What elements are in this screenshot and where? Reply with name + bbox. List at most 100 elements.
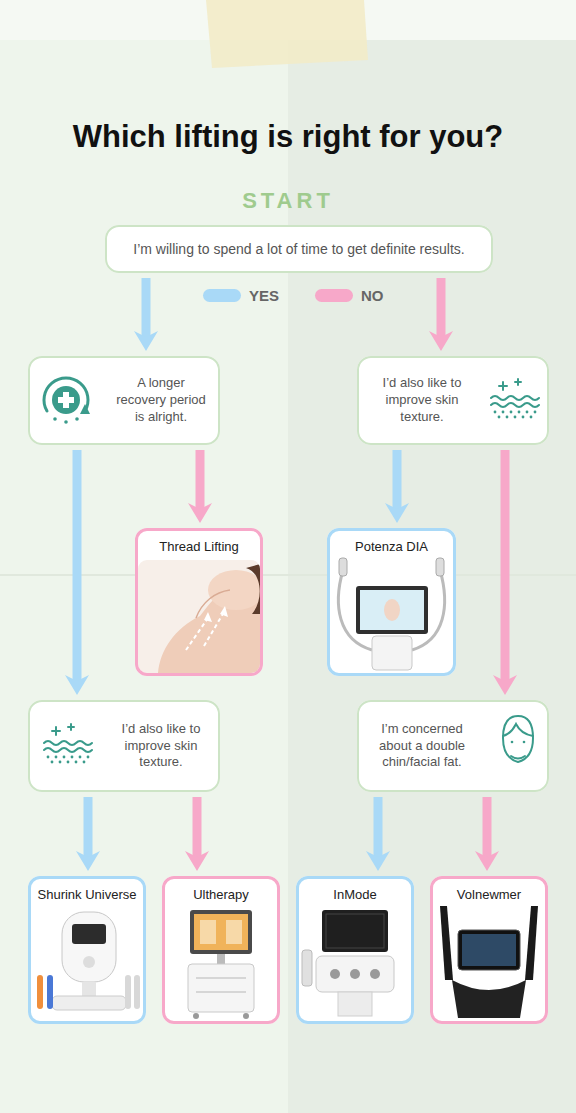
box-fill [296,876,414,1024]
result-card: Potenza DIA [327,528,456,676]
treatment-name: Ultherapy [193,887,249,903]
inmode-device [322,910,388,952]
flow-arrow [501,450,510,683]
box-fill [135,528,263,676]
face-icon [511,756,525,759]
thread-lifting-photo [246,564,260,614]
treatment-name: Thread Lifting [159,539,239,555]
legend-text: YES [249,287,279,304]
inmode-device [316,956,394,992]
box-fill [28,356,220,445]
flow-arrow [437,278,446,339]
potenza-device [339,558,347,576]
question-text: I’d also like to improve skin texture. [114,721,208,772]
potenza-device [436,558,444,576]
shurink-device [134,975,140,1009]
thread-lifting-photo [208,570,260,610]
potenza-device [372,636,412,670]
box-fill [327,528,456,676]
shurink-device [125,975,131,1009]
tape [206,0,368,68]
question-box: I’d also like to improve skin texture. [28,700,220,792]
inmode-device [338,992,372,1016]
flow-arrow [142,278,151,339]
question-text: I’m concerned about a double chin/facial… [373,721,471,772]
volnewmer-device [452,980,526,1018]
paper [0,574,576,576]
result-card: Volnewmer [430,876,548,1024]
inmode-device [330,969,340,979]
recovery-icon [53,417,57,421]
question-text: I’m willing to spend a lot of time to ge… [133,240,465,258]
result-card: Thread Lifting [135,528,263,676]
face-icon [503,724,533,736]
thread-lifting-photo [220,606,228,617]
shurink-device [72,924,106,944]
result-card: Ultherapy [162,876,280,1024]
flow-arrow [84,797,93,859]
potenza-device [338,558,444,670]
result-card: Shurink Universe [28,876,146,1024]
ultherapy-device [217,954,225,964]
treatment-name: Shurink Universe [38,887,137,903]
inmode-device [370,969,380,979]
inmode-device [326,914,384,948]
volnewmer-device [525,906,538,980]
inmode-device [302,910,394,1016]
flow-arrow [73,450,82,683]
shurink-device [47,975,53,1009]
shurink-device [37,912,140,1010]
ultherapy-device [188,964,254,1012]
inmode-device [350,969,360,979]
box-fill [430,876,548,1024]
thread-lifting-photo [138,560,260,673]
face-icon [503,716,533,762]
thread-lifting-photo [196,590,230,618]
question-text: A longer recovery period is alright. [114,375,208,426]
recovery-icon [64,420,68,424]
start-label: START [0,188,576,214]
box-fill [105,225,493,273]
recovery-icon [44,378,88,411]
treatment-name: InMode [333,887,376,903]
potenza-device [356,586,428,634]
ultherapy-device [188,910,254,1019]
flow-arrow [483,797,492,859]
box-fill [357,700,549,792]
legend-swatch [315,289,353,302]
ultherapy-device [226,920,242,944]
box-fill [162,876,280,1024]
question-box: A longer recovery period is alright. [28,356,220,445]
title: Which lifting is right for you? [0,118,576,155]
shurink-device [83,956,95,968]
flow-arrow [374,797,383,859]
potenza-device [384,599,400,621]
treatment-name: Volnewmer [457,887,521,903]
shurink-device [52,996,126,1010]
shurink-device [37,975,43,1009]
thread-lifting-photo [204,612,224,646]
volnewmer-device [440,906,453,980]
recovery-icon [58,397,74,403]
ultherapy-device [193,1013,199,1019]
box-fill [28,225,549,1024]
face-icon [503,716,533,762]
question-box: I’m concerned about a double chin/facial… [357,700,549,792]
box-fill [357,356,549,445]
result-card: InMode [296,876,414,1024]
legend-swatch [203,289,241,302]
volnewmer-device [462,934,516,966]
shurink-device [82,982,96,996]
question-box: I’d also like to improve skin texture. [357,356,549,445]
recovery-icon [44,378,90,424]
legend-text: NO [361,287,384,304]
recovery-icon [80,404,90,414]
ultherapy-device [196,977,246,979]
box-fill [28,700,220,792]
skin-texture-icon [44,724,92,763]
